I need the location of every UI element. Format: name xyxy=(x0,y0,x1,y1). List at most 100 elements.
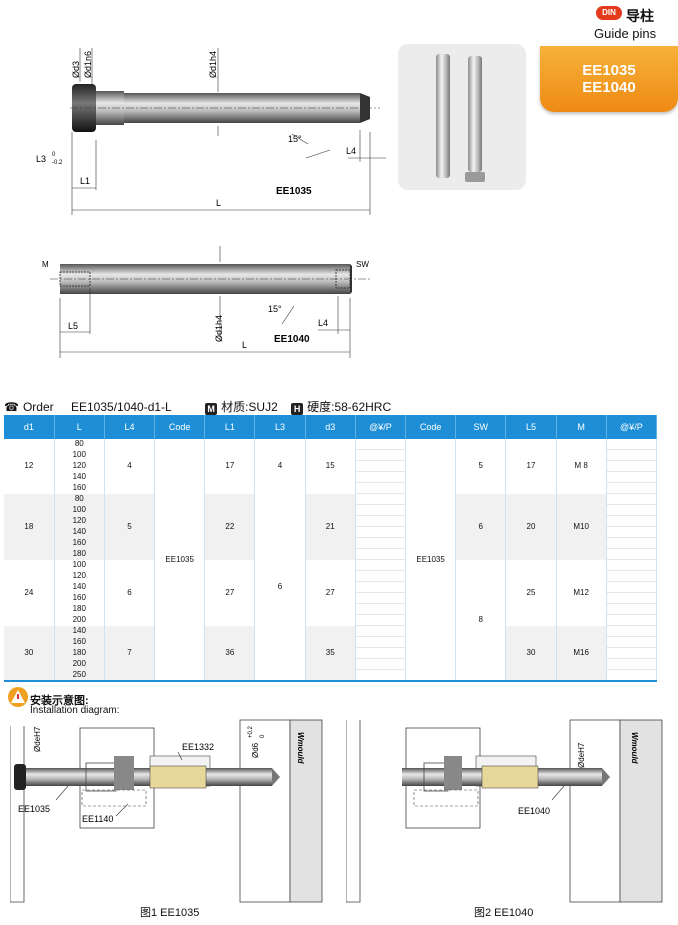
table-cell: 250 xyxy=(54,669,105,681)
fig1-label-d6: Ød6 xyxy=(251,742,260,758)
table-cell: 100 xyxy=(54,559,105,571)
col-header: @¥/P xyxy=(355,415,407,439)
label-l5: L5 xyxy=(68,321,78,331)
table-cell xyxy=(606,471,658,483)
table-cell: 27 xyxy=(305,559,356,626)
drawing-ee1040: M SW 15° L5 L4 Ød1h4 L EE1040 xyxy=(42,246,370,358)
page-title-en: Guide pins xyxy=(594,26,657,41)
table-cell xyxy=(355,647,407,659)
label-l: L xyxy=(216,198,221,208)
table-cell: 140 xyxy=(54,471,105,483)
table-cell xyxy=(606,482,658,494)
table-cell xyxy=(606,559,658,571)
install-diagram-1: ØdeH7 Ød6 +0.2 0 EE1332 EE1035 EE1140 Wm… xyxy=(10,719,323,903)
table-row: 100 xyxy=(4,504,658,516)
install-title-cn: 安装示意图: xyxy=(30,695,89,707)
table-cell xyxy=(606,449,658,461)
table-cell xyxy=(355,493,407,505)
model-ee1040: EE1040 xyxy=(274,334,310,345)
order-material: 材质:SUJ2 xyxy=(221,400,278,414)
label-l4-2: L4 xyxy=(318,318,328,328)
table-cell: 4 xyxy=(254,439,306,494)
table-cell xyxy=(606,581,658,593)
table-cell: 27 xyxy=(204,559,256,626)
table-cell: 160 xyxy=(54,537,105,549)
table-cell xyxy=(355,658,407,670)
warning-icon xyxy=(8,687,28,707)
label-d3: Ød3 xyxy=(71,61,81,78)
table-cell xyxy=(606,439,658,450)
table-cell: 5 xyxy=(455,439,507,494)
table-cell: 8 xyxy=(455,559,507,681)
code-ee1040: EE1040 xyxy=(582,79,636,96)
table-cell: 21 xyxy=(305,493,356,560)
fig1-label-ee1332: EE1332 xyxy=(182,742,214,752)
table-cell xyxy=(606,526,658,538)
table-cell: 30 xyxy=(505,625,557,681)
table-cell: 22 xyxy=(204,493,256,560)
label-d1h4: Ød1h4 xyxy=(208,51,218,78)
label-l3: L3 xyxy=(36,154,46,164)
table-cell: 140 xyxy=(54,625,105,637)
table-cell: 24 xyxy=(4,559,55,626)
table-cell: 6 xyxy=(254,493,306,681)
label-m: M xyxy=(42,260,49,269)
table-cell xyxy=(355,548,407,560)
table-cell xyxy=(606,548,658,560)
fig1-label-ee1140: EE1140 xyxy=(82,814,113,824)
table-cell xyxy=(606,493,658,505)
table-cell: 5 xyxy=(104,493,156,560)
table-cell: 160 xyxy=(54,636,105,648)
table-cell xyxy=(355,592,407,604)
label-l4: L4 xyxy=(346,146,356,156)
model-ee1035: EE1035 xyxy=(276,186,312,197)
label-l1: L1 xyxy=(80,176,90,186)
table-cell: 6 xyxy=(104,559,156,626)
table-cell xyxy=(606,504,658,516)
drawing-ee1035: Ød3 Ød1n6 Ød1h4 15° L3 0 -0.2 L1 L4 L EE… xyxy=(36,48,386,215)
label-l3-lower: -0.2 xyxy=(52,160,63,166)
table-row: 120 xyxy=(4,515,658,527)
fig2-caption: 图2 EE1040 xyxy=(474,907,534,919)
table-row: 140 xyxy=(4,581,658,593)
order-pattern: EE1035/1040-d1-L xyxy=(70,400,172,414)
table-cell: 4 xyxy=(104,439,156,494)
table-cell: 180 xyxy=(54,603,105,615)
table-cell: 25 xyxy=(505,559,557,626)
table-cell xyxy=(606,625,658,637)
order-hardness: 硬度:58-62HRC xyxy=(307,400,392,414)
table-row: 140 xyxy=(4,526,658,538)
label-angle-2: 15° xyxy=(268,304,282,314)
fig2-label-ee1040: EE1040 xyxy=(518,806,550,816)
col-header: d3 xyxy=(305,415,356,439)
table-row: 250 xyxy=(4,669,658,682)
table-row: 200 xyxy=(4,614,658,626)
table-cell xyxy=(606,669,658,682)
table-cell xyxy=(355,614,407,626)
table-cell xyxy=(355,537,407,549)
table-cell: 120 xyxy=(54,570,105,582)
fig2-label-wmould: Wmould xyxy=(630,732,639,765)
table-cell xyxy=(606,647,658,659)
table-cell: 200 xyxy=(54,658,105,670)
install-title-en: Installation diagram: xyxy=(30,705,120,716)
table-cell xyxy=(355,603,407,615)
table-cell xyxy=(355,581,407,593)
table-cell: 36 xyxy=(204,625,256,681)
table-row: 160 xyxy=(4,537,658,549)
table-cell xyxy=(355,515,407,527)
fig1-label-tol-upper: +0.2 xyxy=(248,725,254,738)
table-row: 180 xyxy=(4,647,658,659)
table-cell xyxy=(606,636,658,648)
table-cell: 6 xyxy=(455,493,507,560)
table-cell xyxy=(355,570,407,582)
table-cell: 17 xyxy=(204,439,256,494)
label-l3-upper: 0 xyxy=(52,152,56,158)
table-cell: 35 xyxy=(305,625,356,681)
